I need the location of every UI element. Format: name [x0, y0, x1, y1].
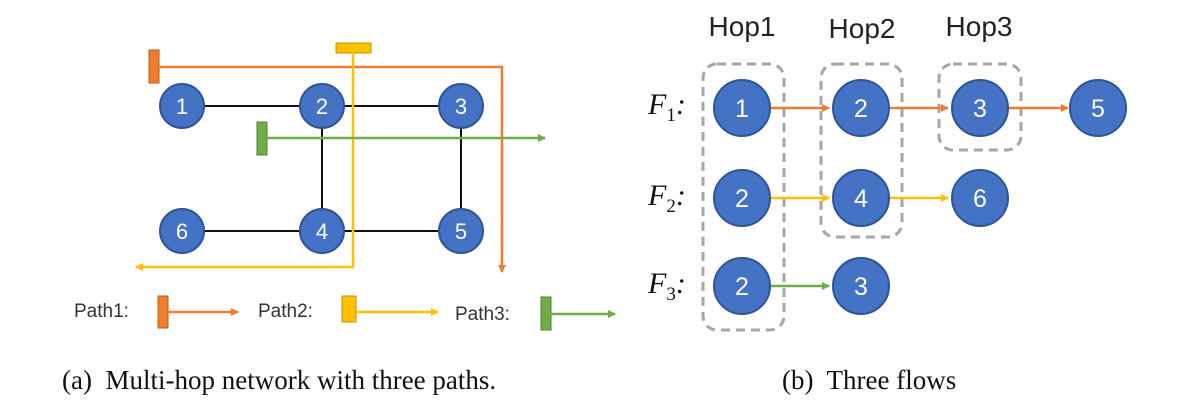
hop2-label: Hop2: [829, 13, 896, 44]
svg-text:2: 2: [735, 273, 749, 301]
f1-node-3: 3: [951, 79, 1009, 137]
f1-node-1: 1: [713, 79, 771, 137]
legend-path2-marker: [341, 295, 357, 323]
svg-text:4: 4: [854, 185, 868, 213]
caption-a: (a) Multi-hop network with three paths.: [62, 365, 496, 395]
network-node-2: 2: [299, 83, 345, 129]
svg-text:2: 2: [735, 185, 749, 213]
f3-node-3: 3: [832, 257, 890, 315]
path2-line: [135, 48, 355, 271]
legend-path3: Path3:: [455, 296, 616, 331]
hop1-label: Hop1: [709, 11, 776, 42]
flow-label-f2: F2:: [647, 179, 686, 217]
flow-label-f3: F3:: [647, 267, 686, 305]
f1-node-2: 2: [832, 79, 890, 137]
svg-text:Path3:: Path3:: [455, 304, 510, 325]
path2-route: [135, 42, 372, 271]
svg-text:Path1:: Path1:: [74, 301, 129, 322]
svg-text:6: 6: [973, 185, 987, 213]
f2-node-4: 4: [832, 169, 890, 227]
svg-text:1: 1: [735, 95, 749, 123]
f2-node-6: 6: [951, 169, 1009, 227]
legend-path2: Path2:: [258, 295, 439, 323]
svg-text:Path2:: Path2:: [258, 301, 313, 322]
f1-node-5: 5: [1069, 79, 1127, 137]
flow-f2-nodes: 2 4 6: [713, 169, 1009, 227]
network-nodes: 1 2 3 6 4 5: [159, 83, 484, 254]
svg-text:5: 5: [1091, 95, 1105, 123]
flows-diagram: Hop1 Hop2 Hop3 F1: F2: F3: 1: [647, 11, 1127, 332]
flow-f3-nodes: 2 3: [713, 257, 890, 315]
network-node-4: 4: [299, 208, 345, 254]
hop3-label: Hop3: [946, 11, 1013, 42]
caption-b: (b) Three flows: [782, 365, 956, 395]
svg-text:3: 3: [455, 94, 467, 119]
path1-route: [148, 49, 506, 273]
network-node-5: 5: [438, 208, 484, 254]
network-node-6: 6: [159, 208, 205, 254]
svg-text:2: 2: [854, 95, 868, 123]
svg-text:4: 4: [316, 219, 328, 244]
network-node-3: 3: [438, 83, 484, 129]
svg-text:1: 1: [176, 94, 188, 119]
path1-line: [154, 65, 506, 273]
svg-text:2: 2: [316, 94, 328, 119]
f2-node-2: 2: [713, 169, 771, 227]
path3-route: [256, 121, 546, 156]
flow-label-f1: F1:: [647, 88, 686, 126]
legend-path1: Path1:: [74, 295, 239, 329]
f3-node-2: 2: [713, 257, 771, 315]
network-node-1: 1: [159, 83, 205, 129]
hop1-box: [701, 62, 786, 332]
path-legend: Path1: Path2: Path3:: [74, 295, 616, 331]
svg-text:6: 6: [176, 219, 188, 244]
svg-text:5: 5: [455, 219, 467, 244]
network-diagram: 1 2 3 6 4 5: [74, 42, 616, 331]
svg-text:3: 3: [973, 95, 987, 123]
flow-f1-nodes: 1 2 3 5: [713, 79, 1127, 137]
svg-text:3: 3: [854, 273, 868, 301]
